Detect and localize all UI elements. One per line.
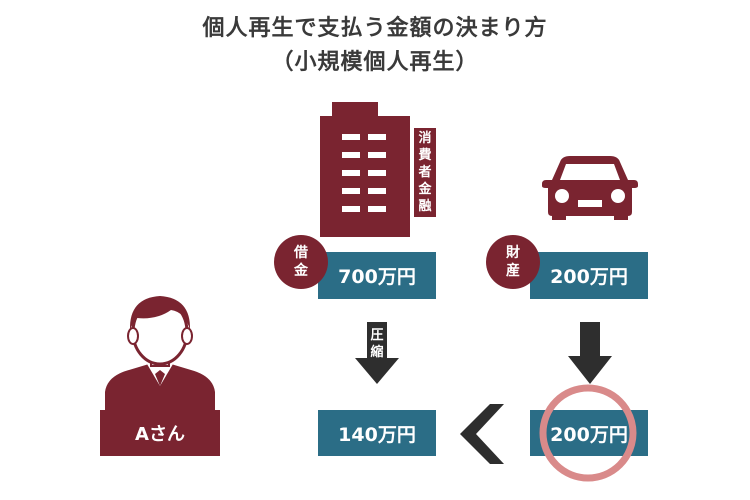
compressed-amount-box: 140万円 [318, 410, 436, 456]
title-line-1: 個人再生で支払う金額の決まり方 [202, 16, 548, 41]
asset-badge-char-2: 産 [506, 263, 520, 279]
highlight-ring [539, 384, 637, 482]
chevron-left-icon [460, 404, 504, 464]
building-icon [320, 102, 410, 237]
debt-badge: 借 金 [274, 235, 328, 289]
lender-label: 消費者金融 [414, 128, 436, 217]
asset-badge-char-1: 財 [506, 245, 520, 261]
car-icon [542, 156, 638, 220]
person-name-label: Aさん [100, 410, 220, 456]
title-line-2: （小規模個人再生） [271, 50, 479, 75]
debt-badge-char-1: 借 [294, 245, 308, 261]
arrow-down-icon [568, 322, 612, 384]
asset-amount-box: 200万円 [530, 252, 648, 299]
compress-char-1: 圧 [370, 328, 384, 343]
asset-badge: 財 産 [486, 235, 540, 289]
debt-amount-box: 700万円 [318, 252, 436, 299]
compress-label: 圧 縮 [367, 325, 387, 363]
compress-char-2: 縮 [370, 345, 384, 360]
debt-badge-char-2: 金 [294, 263, 308, 279]
person-icon [105, 296, 215, 410]
